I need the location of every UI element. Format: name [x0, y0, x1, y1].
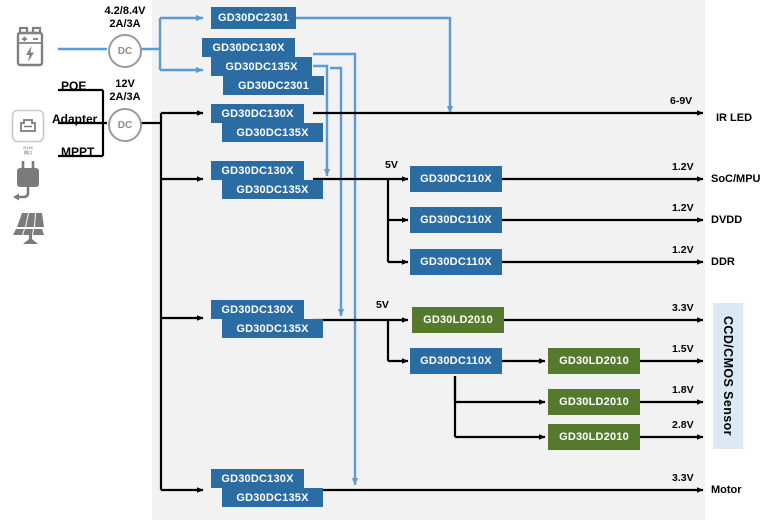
chip-gd30dc135x-stage2[interactable]: GD30DC135X	[222, 180, 323, 199]
output-voltage-sensor-15v: 1.5V	[672, 343, 694, 355]
output-voltage-sensor-33v: 3.3V	[672, 302, 694, 314]
chip-gd30dc135x-stage4[interactable]: GD30DC135X	[222, 488, 323, 507]
rj45-caption: RJ45 网口	[23, 145, 33, 155]
output-voltage-soc: 1.2V	[672, 161, 694, 173]
output-load-soc-mpu: SoC/MPU	[711, 173, 761, 185]
chip-gd30dc110x-soc[interactable]: GD30DC110X	[410, 166, 502, 192]
soc-5v-bus	[313, 176, 409, 265]
chip-gd30dc110x-ddr[interactable]: GD30DC110X	[410, 249, 502, 275]
chip-gd30dc130x-stage1[interactable]: GD30DC130X	[211, 104, 304, 123]
input-label-poe: POE	[61, 79, 87, 93]
chip-gd30dc2301-top[interactable]: GD30DC2301	[211, 7, 296, 29]
sensor-ldo-feeds	[453, 317, 704, 440]
rj45-icon	[11, 109, 45, 143]
input-label-adapter: Adapter	[52, 112, 98, 126]
chip-gd30dc2301-battery[interactable]: GD30DC2301	[223, 76, 324, 95]
battery-rail-routing	[296, 16, 454, 486]
chip-gd30dc110x-dvdd[interactable]: GD30DC110X	[410, 207, 502, 233]
battery-icon	[16, 26, 44, 67]
chip-gd30dc135x-battery[interactable]: GD30DC135X	[211, 57, 312, 76]
output-voltage-motor: 3.3V	[672, 472, 694, 484]
chip-gd30dc130x-stage3[interactable]: GD30DC130X	[211, 300, 304, 319]
rail-label-sensor-5v: 5V	[376, 299, 389, 311]
main-dc-converter: DC	[108, 108, 142, 142]
chip-gd30dc130x-stage4[interactable]: GD30DC130X	[211, 469, 304, 488]
chip-gd30dc135x-stage1[interactable]: GD30DC135X	[222, 123, 323, 142]
chip-gd30dc110x-sensor[interactable]: GD30DC110X	[410, 348, 502, 374]
chip-gd30dc130x-battery[interactable]: GD30DC130X	[202, 38, 295, 57]
output-voltage-ddr: 1.2V	[672, 244, 694, 256]
output-voltage-ir-led: 6-9V	[670, 95, 693, 107]
solar-panel-icon	[13, 213, 44, 244]
battery-dc-converter: DC	[108, 34, 142, 68]
chip-gd30ld2010-15v[interactable]: GD30LD2010	[548, 348, 640, 374]
chip-gd30ld2010-18v[interactable]: GD30LD2010	[548, 389, 640, 415]
sensor-block-label: CCD/CMOS Sensor	[721, 316, 735, 436]
chip-gd30dc135x-stage3[interactable]: GD30DC135X	[222, 319, 323, 338]
sensor-5v-bus	[313, 317, 409, 364]
output-load-ddr: DDR	[711, 256, 735, 268]
power-adapter-icon	[13, 161, 39, 201]
rail-label-soc-5v: 5V	[385, 159, 398, 171]
output-voltage-sensor-18v: 1.8V	[672, 384, 694, 396]
chip-gd30dc130x-stage2[interactable]: GD30DC130X	[211, 161, 304, 180]
main-rail-label: 12V 2A/3A	[109, 78, 141, 103]
battery-blue-wires	[58, 14, 204, 74]
output-voltage-sensor-28v: 2.8V	[672, 419, 694, 431]
output-voltage-dvdd: 1.2V	[672, 202, 694, 214]
output-load-ir-led: IR LED	[716, 112, 753, 124]
source-black-wires	[58, 88, 204, 493]
chip-gd30ld2010-33v[interactable]: GD30LD2010	[412, 307, 504, 333]
output-load-dvdd: DVDD	[711, 214, 743, 226]
output-load-motor: Motor	[711, 484, 742, 496]
input-label-mppt: MPPT	[61, 145, 95, 159]
ccd-cmos-sensor-block: CCD/CMOS Sensor	[713, 303, 743, 449]
soc-outputs	[502, 176, 704, 265]
battery-rail-label: 4.2/8.4V 2A/3A	[104, 5, 146, 30]
chip-gd30ld2010-28v[interactable]: GD30LD2010	[548, 424, 640, 450]
